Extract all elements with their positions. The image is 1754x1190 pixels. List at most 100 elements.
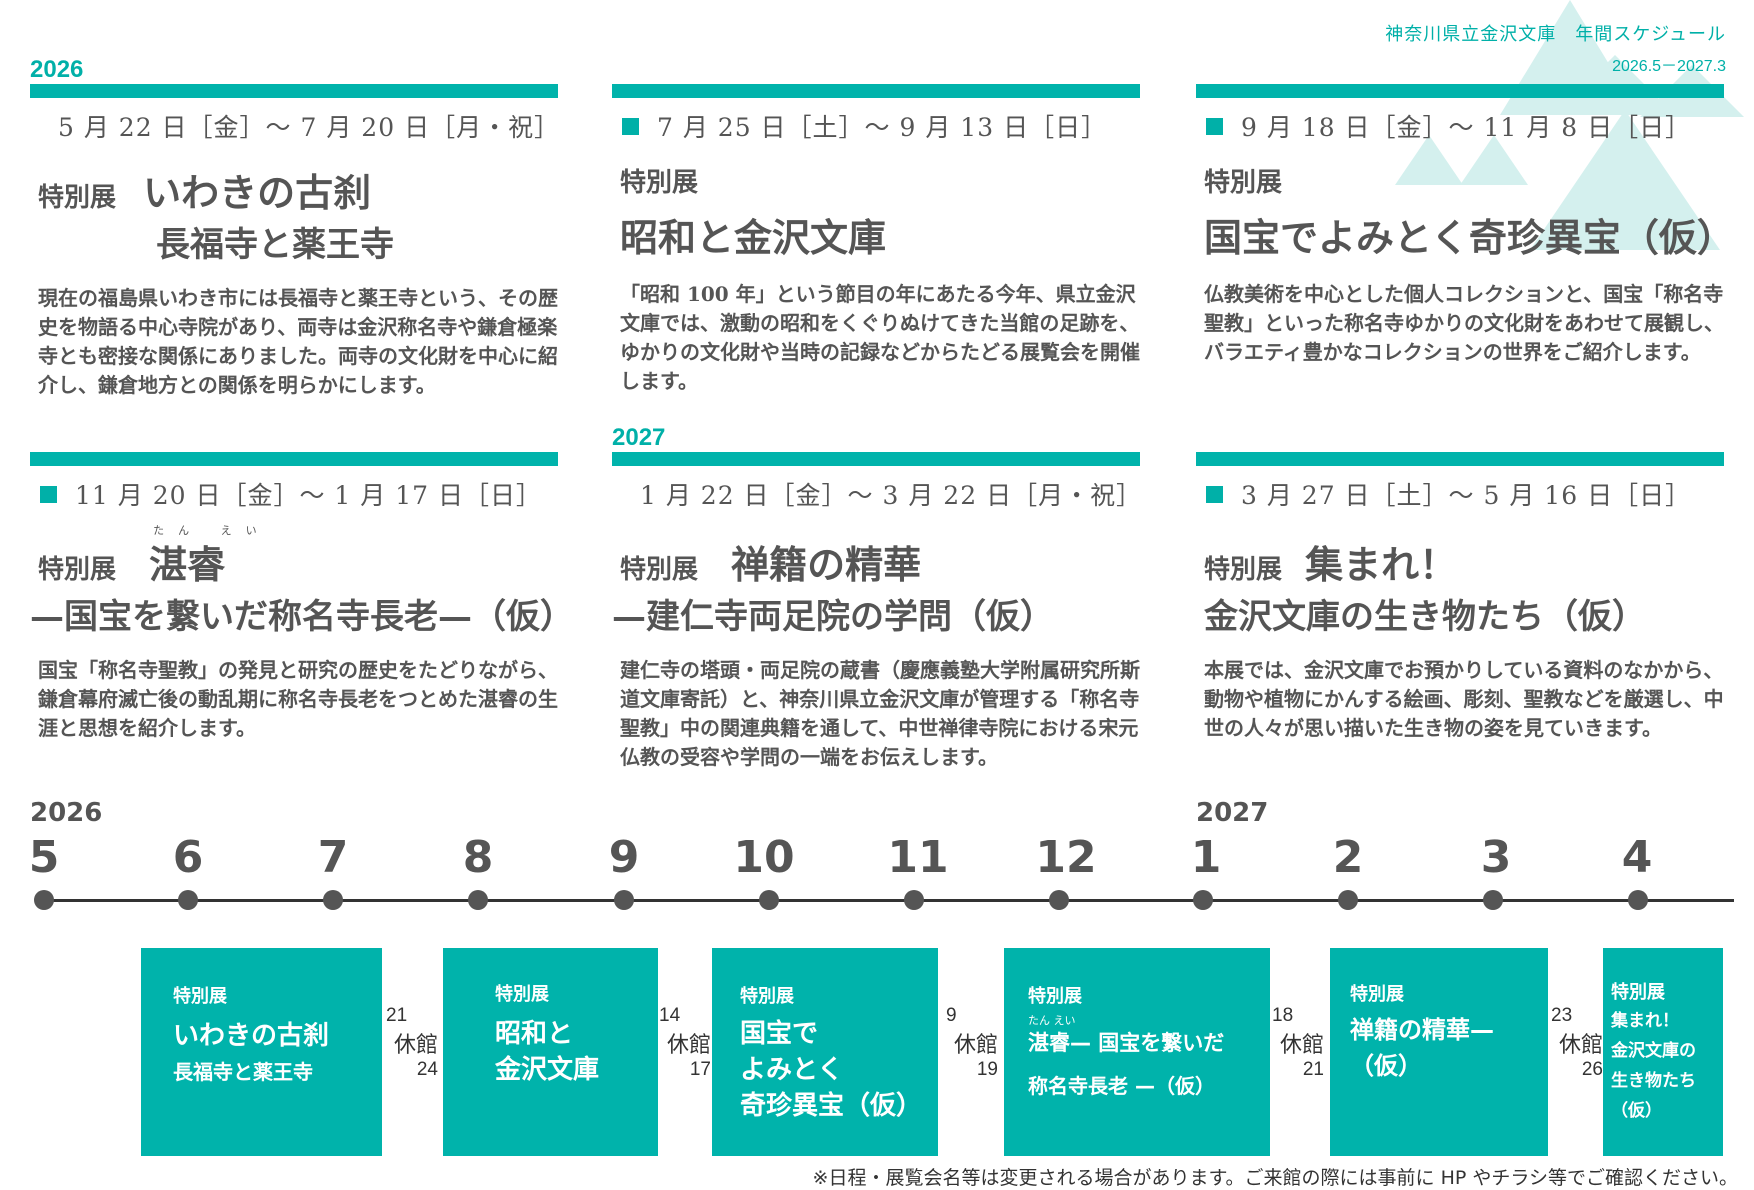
exhibition-description: 本展では、金沢文庫でお預かりしている資料のなかから、動物や植物にかんする絵画、彫…	[1204, 658, 1724, 740]
box-kind: 特別展	[1611, 982, 1665, 1003]
exhibition-kind: 特別展	[38, 183, 117, 213]
exhibition-card: 1 月 22 日［金］～ 3 月 22 日［月・祝］ 特別展 禅籍の精華 —建仁…	[612, 452, 1143, 772]
exhibition-title: 禅籍の精華	[731, 542, 922, 587]
timeline-month: 12	[1035, 832, 1097, 883]
timeline-dot-icon	[614, 890, 634, 910]
exhibition-kind: 特別展	[1204, 555, 1283, 585]
timeline-dot-icon	[759, 890, 779, 910]
exhibition-title: 国宝でよみとく奇珍異宝（仮）	[1204, 215, 1735, 260]
exhibition-date: 1 月 22 日［金］～ 3 月 22 日［月・祝］	[640, 481, 1143, 510]
box-title: （仮）	[1350, 1052, 1422, 1080]
section-bar	[30, 452, 558, 466]
timeline-exhibition-box: 特別展 たん えい 湛睿— 国宝を繋いだ 称名寺長老 —（仮）	[1004, 948, 1270, 1156]
box-kind: 特別展	[495, 984, 549, 1005]
box-title: 奇珍異宝（仮）	[740, 1091, 923, 1121]
timeline-month: 1	[1190, 832, 1222, 883]
box-title: 金沢文庫の	[1611, 1041, 1696, 1061]
section-bar	[1196, 452, 1724, 466]
exhibition-date: 3 月 27 日［土］～ 5 月 16 日［日］	[1196, 476, 1724, 512]
exhibition-date: 7 月 25 日［土］～ 9 月 13 日［日］	[612, 108, 1140, 144]
exhibition-kind: 特別展	[620, 555, 699, 585]
box-title: （仮）	[1611, 1101, 1662, 1121]
timeline-exhibition-box: 特別展 禅籍の精華— （仮）	[1330, 948, 1548, 1156]
timeline-month: 9	[608, 832, 640, 883]
closure-note: 23 休館 26	[1551, 1005, 1603, 1080]
box-ruby: たん えい	[1028, 1014, 1076, 1027]
timeline-exhibition-box: 特別展 集まれ！ 金沢文庫の 生き物たち （仮）	[1603, 948, 1723, 1156]
timeline-dot-icon	[1049, 890, 1069, 910]
exhibition-card: 11 月 20 日［金］～ 1 月 17 日［日］ 特別展 たん えい湛睿 —国…	[30, 452, 574, 743]
timeline-month: 6	[172, 832, 204, 883]
square-bullet-icon	[1206, 485, 1223, 503]
exhibition-description: 現在の福島県いわき市には長福寺と薬王寺という、その歴史を物語る中心寺院があり、両…	[38, 286, 558, 397]
box-title: 集まれ！	[1611, 1011, 1679, 1031]
square-bullet-icon	[1206, 117, 1223, 135]
closure-note: 18 休館 21	[1272, 1005, 1324, 1080]
box-title: 称名寺長老 —（仮）	[1028, 1074, 1215, 1098]
exhibition-description: 国宝「称名寺聖教」の発見と研究の歴史をたどりながら、鎌倉幕府滅亡後の動乱期に称名…	[38, 658, 558, 740]
exhibition-description: 「昭和 100 年」という節目の年にあたる今年、県立金沢文庫では、激動の昭和をく…	[620, 282, 1140, 393]
box-kind: 特別展	[1028, 986, 1082, 1007]
square-bullet-icon	[40, 485, 57, 503]
exhibition-subtitle: 長福寺と薬王寺	[156, 225, 394, 265]
exhibition-card: 3 月 27 日［土］～ 5 月 16 日［日］ 特別展 集まれ！ 金沢文庫の生…	[1196, 452, 1724, 743]
header-range: 2026.5－2027.3	[1612, 58, 1726, 75]
box-kind: 特別展	[173, 986, 227, 1007]
timeline-dot-icon	[178, 890, 198, 910]
exhibition-subtitle: 金沢文庫の生き物たち（仮）	[1204, 597, 1646, 637]
timeline-dot-icon	[904, 890, 924, 910]
timeline-dot-icon	[34, 890, 54, 910]
box-title: よみとく	[740, 1055, 844, 1085]
closure-note: 9 休館 19	[946, 1005, 998, 1080]
box-title: 国宝で	[740, 1019, 819, 1049]
exhibition-subtitle: —国宝を繋いだ称名寺長老—（仮）	[30, 597, 574, 637]
timeline-month: 11	[887, 832, 949, 883]
box-title: 禅籍の精華—	[1350, 1016, 1494, 1044]
exhibition-kind: 特別展	[1204, 168, 1283, 198]
timeline-month: 4	[1621, 832, 1653, 883]
footer-note: ※日程・展覧会名等は変更される場合があります。ご来館の際には事前に HP やチラ…	[812, 1167, 1738, 1189]
exhibition-date: 9 月 18 日［金］～ 11 月 8 日［日］	[1196, 108, 1724, 144]
timeline-month: 7	[317, 832, 349, 883]
timeline-exhibition-box: 特別展 昭和と 金沢文庫	[443, 948, 658, 1156]
exhibition-description: 仏教美術を中心とした個人コレクションと、国宝「称名寺聖教」といった称名寺ゆかりの…	[1204, 282, 1724, 364]
timeline-month: 3	[1480, 832, 1512, 883]
box-kind: 特別展	[740, 986, 794, 1007]
exhibition-card: 5 月 22 日［金］～ 7 月 20 日［月・祝］ 特別展 いわきの古刹 長福…	[30, 84, 561, 400]
exhibition-description: 建仁寺の塔頭・両足院の蔵書（慶應義塾大学附属研究所斯道文庫寄託）と、神奈川県立金…	[620, 658, 1140, 769]
box-title: いわきの古刹	[173, 1021, 330, 1051]
section-bar	[612, 84, 1140, 98]
timeline-dot-icon	[1483, 890, 1503, 910]
box-title: 湛睿— 国宝を繋いだ	[1028, 1031, 1225, 1055]
exhibition-date: 11 月 20 日［金］～ 1 月 17 日［日］	[30, 476, 558, 512]
box-subtitle: 長福寺と薬王寺	[173, 1060, 313, 1084]
timeline-exhibition-box: 特別展 いわきの古刹 長福寺と薬王寺	[141, 948, 382, 1156]
box-kind: 特別展	[1350, 984, 1404, 1005]
timeline-exhibition-box: 特別展 国宝で よみとく 奇珍異宝（仮）	[712, 948, 938, 1156]
exhibition-title: たん えい湛睿	[149, 524, 271, 587]
timeline-month: 8	[462, 832, 494, 883]
section-bar	[1196, 84, 1724, 98]
year-label-2027: 2027	[612, 424, 666, 451]
section-bar	[612, 452, 1140, 466]
exhibition-subtitle: —建仁寺両足院の学問（仮）	[612, 597, 1054, 637]
header-title: 神奈川県立金沢文庫 年間スケジュール	[1385, 24, 1726, 45]
timeline-month: 5	[28, 832, 60, 883]
exhibition-card: 7 月 25 日［土］～ 9 月 13 日［日］ 特別展 昭和と金沢文庫 「昭和…	[612, 84, 1140, 396]
section-bar	[30, 84, 558, 98]
exhibition-kind: 特別展	[38, 555, 117, 585]
exhibition-title: いわきの古刹	[143, 170, 372, 215]
timeline-year-2026: 2026	[30, 798, 103, 828]
exhibition-title: 昭和と金沢文庫	[620, 215, 887, 260]
timeline-dot-icon	[323, 890, 343, 910]
box-title: 昭和と	[495, 1019, 574, 1049]
square-bullet-icon	[622, 117, 639, 135]
ruby-reading: たん えい	[153, 524, 271, 537]
exhibition-title: 集まれ！	[1305, 542, 1458, 587]
timeline-axis	[40, 899, 1734, 902]
timeline-dot-icon	[468, 890, 488, 910]
exhibition-date: 5 月 22 日［金］～ 7 月 20 日［月・祝］	[58, 113, 561, 142]
box-title: 生き物たち	[1611, 1071, 1696, 1091]
year-label-2026: 2026	[30, 56, 84, 83]
exhibition-card: 9 月 18 日［金］～ 11 月 8 日［日］ 特別展 国宝でよみとく奇珍異宝…	[1196, 84, 1735, 367]
